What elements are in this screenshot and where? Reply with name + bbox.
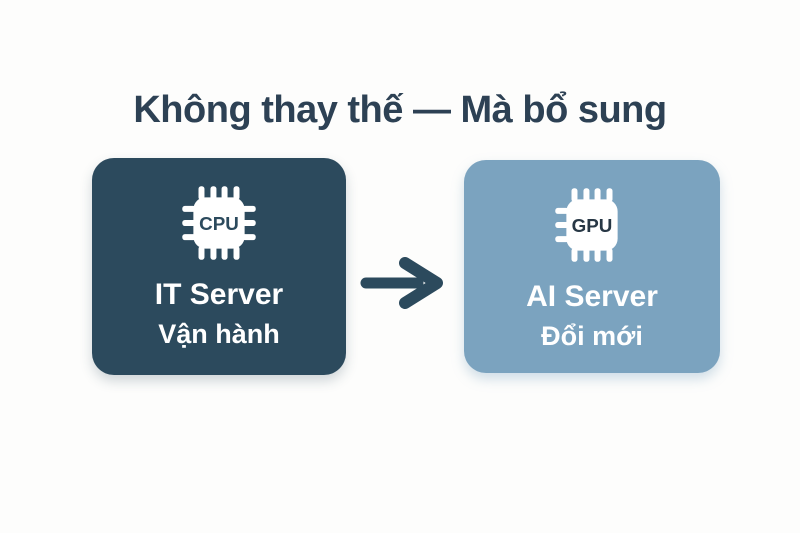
page-title: Không thay thế — Mà bổ sung: [133, 89, 667, 131]
it-server-title: IT Server: [154, 278, 284, 311]
it-server-subtitle: Vận hành: [158, 319, 280, 349]
gpu-chip-label: GPU: [572, 215, 613, 236]
cpu-chip-icon: CPU: [182, 186, 256, 260]
ai-server-subtitle: Đổi mới: [541, 321, 643, 351]
arrow-right-icon: [360, 257, 443, 309]
gpu-chip-icon: GPU: [555, 188, 618, 262]
cpu-chip-label: CPU: [199, 213, 239, 234]
it-server-card: CPU IT Server Vận hành: [92, 158, 346, 375]
ai-server-card: GPU AI Server Đổi mới: [464, 160, 720, 373]
ai-server-title: AI Server: [526, 280, 658, 313]
